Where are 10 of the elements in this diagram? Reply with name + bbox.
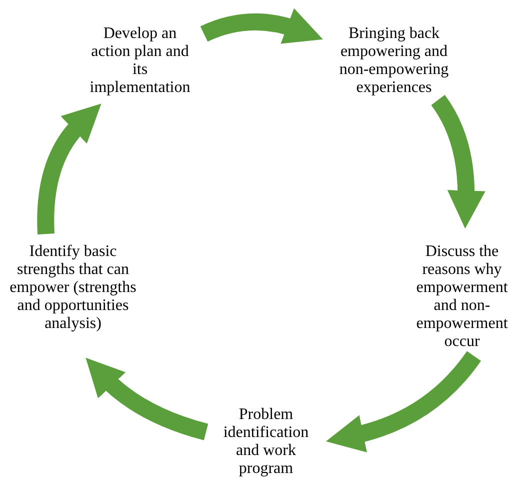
curved-arrow	[431, 95, 486, 229]
curved-arrow	[85, 358, 208, 440]
step-text: Problem identification and work program	[222, 406, 310, 478]
step-text: Discuss the reasons why empowerment and non-empowerment occur	[415, 243, 509, 351]
curved-arrow	[326, 350, 481, 452]
curved-arrow	[200, 8, 324, 44]
step-text: Identify basic strengths that can empower (strengths and opportunities analysis)	[8, 243, 138, 333]
step-text: Bringing back empowering and non-empowering experiences	[338, 25, 450, 97]
step-text: Develop an action plan and its implementation	[88, 25, 192, 97]
curved-arrow	[37, 102, 100, 234]
